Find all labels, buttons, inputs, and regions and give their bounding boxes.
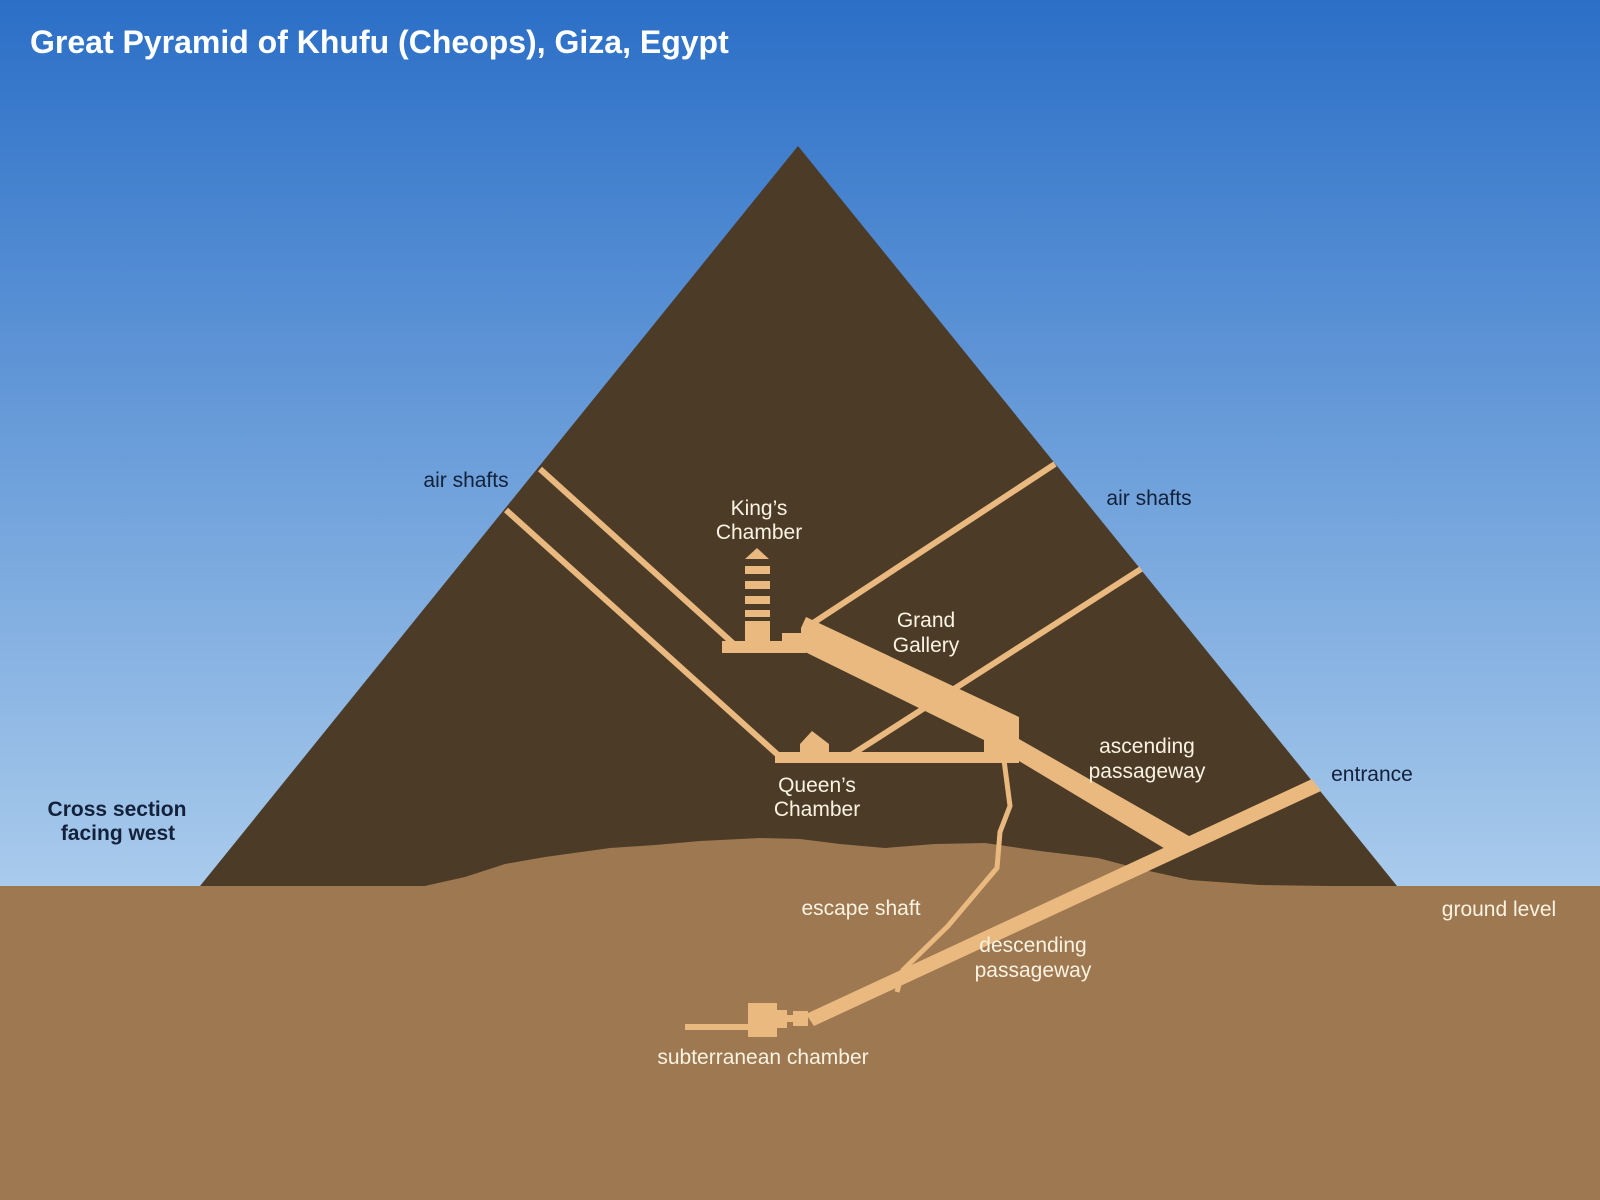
subterranean-chamber-label: subterranean chamber	[657, 1046, 868, 1069]
passages-group	[503, 461, 1321, 1037]
diagram-title: Great Pyramid of Khufu (Cheops), Giza, E…	[30, 24, 729, 60]
queens-passage-shape	[775, 752, 1019, 763]
caption-line-2: facing west	[61, 822, 175, 845]
escape-shaft-label: escape shaft	[801, 897, 920, 920]
entrance-label: entrance	[1331, 763, 1413, 786]
subterranean-connector	[786, 1015, 794, 1022]
ground-area	[0, 886, 1600, 1200]
air-shaft-upper-left	[537, 466, 739, 649]
subterranean-dead-end-passage	[685, 1024, 750, 1030]
ground-level-label: ground level	[1442, 898, 1556, 921]
air-shaft-lower-right	[846, 566, 1143, 760]
relieving-chamber-stripe	[745, 566, 770, 574]
bedrock-mound	[420, 838, 1397, 892]
labels-group: Great Pyramid of Khufu (Cheops), Giza, E…	[30, 24, 1556, 1069]
ascending-passageway-label-line-2: passageway	[1089, 760, 1206, 783]
relieving-chamber-cap	[745, 548, 769, 559]
caption-line-1: Cross section	[48, 798, 187, 821]
grand-gallery-shape	[801, 617, 1019, 763]
subterranean-chamber-shape	[748, 1003, 787, 1037]
relieving-chamber-stripe	[745, 596, 770, 604]
queens-chamber-label-line-2: Chamber	[774, 798, 860, 821]
air-shaft-lower-left	[503, 507, 781, 758]
escape-shaft-shape	[894, 759, 1013, 993]
pyramid-silhouette	[200, 146, 1397, 886]
kings-antechamber-shape	[782, 633, 802, 653]
air-shafts-left-label: air shafts	[423, 469, 508, 492]
kings-chamber-shape	[745, 621, 770, 653]
kings-chamber-label-line-2: Chamber	[716, 521, 802, 544]
ascending-passageway-label-line-1: ascending	[1099, 735, 1195, 758]
grand-gallery-label-line-1: Grand	[897, 609, 955, 632]
air-shafts-right-label: air shafts	[1106, 487, 1191, 510]
air-shaft-upper-right	[808, 461, 1057, 628]
descending-passageway-label-line-1: descending	[979, 934, 1086, 957]
kings-chamber-label-line-1: King’s	[731, 497, 788, 520]
relieving-chamber-stripe	[745, 581, 770, 589]
grand-gallery-label-line-2: Gallery	[893, 634, 960, 657]
queens-chamber-label-line-1: Queen’s	[778, 774, 856, 797]
descending-passageway-label-line-2: passageway	[975, 959, 1092, 982]
queens-chamber-shape	[800, 731, 829, 763]
relieving-chamber-stripe	[745, 610, 770, 617]
ascending-passageway-shape	[1019, 739, 1196, 853]
subterranean-antechamber	[793, 1011, 808, 1026]
